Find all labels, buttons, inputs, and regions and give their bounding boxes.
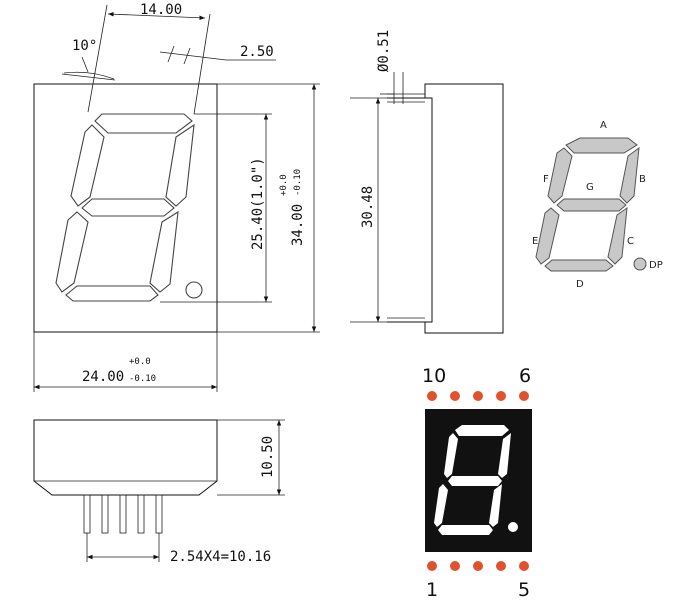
pin-8 xyxy=(473,391,483,401)
label-c: C xyxy=(627,236,634,247)
dim-digit-width: 14.00 xyxy=(140,2,182,18)
segment-b xyxy=(619,146,640,204)
dim-body-width-tol-plus: +0.0 xyxy=(129,357,151,367)
pin-label-6: 6 xyxy=(519,365,531,387)
pin-1 xyxy=(427,561,437,571)
segment-diagram: A B C D E F G DP xyxy=(532,120,663,290)
pin-label-1: 1 xyxy=(426,579,438,601)
bottom-pins xyxy=(83,494,163,534)
pin-diagram: 10 6 1 5 xyxy=(422,365,532,601)
label-e: E xyxy=(532,236,538,247)
pin-3 xyxy=(473,561,483,571)
label-a: A xyxy=(600,120,607,131)
front-body-outline xyxy=(33,83,218,333)
dim-digit-height: 25.40(1.0") xyxy=(250,157,266,250)
dim-body-height-tol-plus: +0.0 xyxy=(279,174,289,196)
display-digit xyxy=(434,425,518,535)
pin-5 xyxy=(519,561,529,571)
segment-g xyxy=(556,198,627,212)
pin-2 xyxy=(450,561,460,571)
side-view: Ø0.51 30.48 xyxy=(350,30,504,334)
dim-pin-diameter: Ø0.51 xyxy=(376,30,392,72)
pin-9 xyxy=(450,391,460,401)
pin-label-5: 5 xyxy=(518,579,530,601)
pin-6 xyxy=(519,391,529,401)
label-dp: DP xyxy=(649,260,663,271)
pin-7 xyxy=(496,391,506,401)
label-f: F xyxy=(543,174,549,185)
segment-c xyxy=(607,206,628,265)
dim-body-height-tol-minus: -0.10 xyxy=(293,169,303,196)
segment-a xyxy=(565,137,638,154)
front-view: 14.00 10° 2.50 25.40(1.0") 34.00 +0.0 -0… xyxy=(33,2,320,392)
pin-10 xyxy=(427,391,437,401)
label-d: D xyxy=(576,279,584,290)
segment-d xyxy=(544,259,614,272)
label-g: G xyxy=(586,182,594,193)
dim-slant-angle: 10° xyxy=(72,38,97,54)
dim-pin-span: 30.48 xyxy=(360,186,376,228)
dim-segment-gap: 2.50 xyxy=(240,44,274,60)
pin-label-10: 10 xyxy=(422,365,446,387)
dim-body-width-tol-minus: -0.10 xyxy=(129,374,156,384)
dim-body-width: 24.00 xyxy=(82,369,124,385)
front-digit-outline xyxy=(55,113,203,302)
segment-e xyxy=(535,207,560,265)
dim-pin-pitch: 2.54X4=10.16 xyxy=(170,549,271,565)
bottom-view: 10.50 2.54X4=10.16 xyxy=(33,419,285,565)
segment-f xyxy=(547,147,573,204)
label-b: B xyxy=(639,174,646,185)
dim-body-depth: 10.50 xyxy=(260,436,276,478)
dim-body-height: 34.00 xyxy=(290,204,306,246)
segment-dp xyxy=(633,257,647,271)
pin-4 xyxy=(496,561,506,571)
